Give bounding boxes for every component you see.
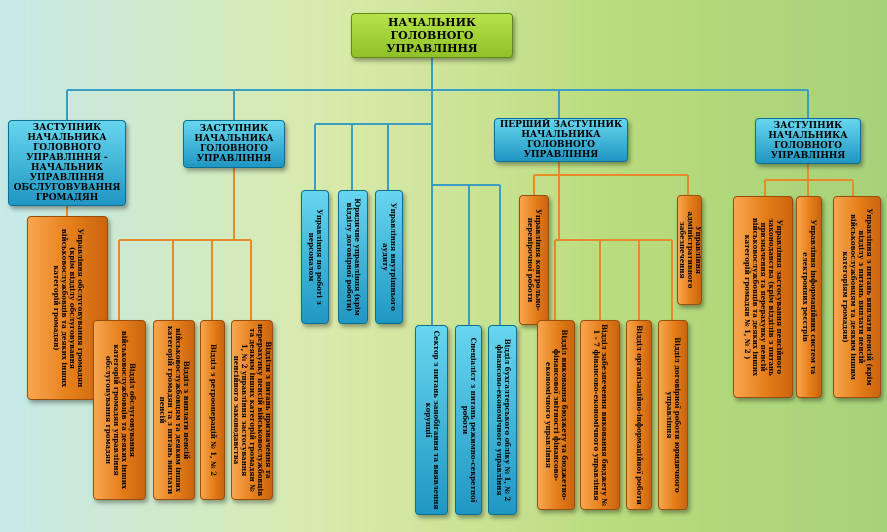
unit-pension-recalc-label: Відділи з питань призначення та перераху…: [232, 324, 273, 496]
unit-contract[interactable]: Відділ договірної роботи юридичного упра…: [658, 320, 688, 510]
unit-control[interactable]: Управління контрольно-перевірочної робот…: [519, 195, 549, 325]
unit-pension-payment[interactable]: Управління з питань виплати пенсій (крім…: [833, 196, 881, 398]
unit-accounting[interactable]: Відділ бухгалтерського обліку № 1, № 2 ф…: [488, 325, 517, 515]
unit-budget-support[interactable]: Відділ забезпечення виконання бюджету № …: [580, 320, 620, 510]
unit-budget-support-label: Відділ забезпечення виконання бюджету № …: [592, 324, 609, 506]
unit-contract-label: Відділ договірної роботи юридичного упра…: [665, 337, 682, 493]
deputy-head-4-label: ЗАСТУПНИК НАЧАЛЬНИКА ГОЛОВНОГО УПРАВЛІНН…: [768, 121, 848, 161]
unit-service-admin-label: Управління обслуговування громадян (крім…: [51, 228, 85, 388]
unit-corruption[interactable]: Сектор з питань запобігання та виявлення…: [415, 325, 448, 515]
unit-budget-exec-label: Відділ виконання бюджету та бюджетно-фін…: [544, 329, 569, 501]
unit-legal[interactable]: Юридичне управління (крім відділу догові…: [338, 190, 368, 324]
unit-legal-label: Юридичне управління (крім відділу догові…: [345, 198, 362, 316]
unit-pension-law[interactable]: Управління застосування пенсійного закон…: [733, 196, 793, 398]
unit-staff-work[interactable]: Управління по роботі з персоналом: [301, 190, 329, 324]
unit-info-systems-label: Управління інформаційних систем та елект…: [801, 219, 818, 375]
first-deputy-label: ПЕРШИЙ ЗАСТУПНИК НАЧАЛЬНИКА ГОЛОВНОГО УП…: [499, 120, 623, 160]
unit-corruption-label: Сектор з питань запобігання та виявлення…: [423, 330, 441, 510]
unit-accounting-label: Відділ бухгалтерського обліку № 1, № 2 ф…: [494, 338, 512, 502]
unit-info-org-label: Відділ організаційно-інформаційної робот…: [635, 325, 644, 505]
unit-security[interactable]: Спеціаліст з питань режимно-секретної ро…: [455, 325, 482, 515]
unit-security-label: Спеціаліст з питань режимно-секретної ро…: [460, 337, 478, 503]
head-of-department-label: НАЧАЛЬНИК ГОЛОВНОГО УПРАВЛІННЯ: [386, 16, 478, 55]
unit-service-military[interactable]: Відділ обслуговування військовослужбовці…: [93, 320, 146, 500]
unit-admin-support-label: Управління адміністративного забезпеченн…: [677, 211, 702, 289]
unit-retro-finance[interactable]: Відділ з ретрооперацій № 1, № 2: [200, 320, 225, 500]
unit-pension-recalc[interactable]: Відділи з питань призначення та перераху…: [231, 320, 273, 500]
deputy-service-box[interactable]: ЗАСТУПНИК НАЧАЛЬНИКА ГОЛОВНОГО УПРАВЛІНН…: [8, 120, 126, 206]
deputy-head-2-label: ЗАСТУПНИК НАЧАЛЬНИКА ГОЛОВНОГО УПРАВЛІНН…: [194, 124, 274, 164]
deputy-service-label: ЗАСТУПНИК НАЧАЛЬНИКА ГОЛОВНОГО УПРАВЛІНН…: [13, 123, 121, 203]
unit-pension-military-label: Відділ з виплати пенсій військовослужбов…: [158, 325, 191, 495]
deputy-head-2-box[interactable]: ЗАСТУПНИК НАЧАЛЬНИКА ГОЛОВНОГО УПРАВЛІНН…: [183, 120, 285, 168]
unit-budget-exec[interactable]: Відділ виконання бюджету та бюджетно-фін…: [537, 320, 575, 510]
deputy-head-4-box[interactable]: ЗАСТУПНИК НАЧАЛЬНИКА ГОЛОВНОГО УПРАВЛІНН…: [755, 118, 861, 164]
head-of-department-box[interactable]: НАЧАЛЬНИК ГОЛОВНОГО УПРАВЛІННЯ: [351, 13, 513, 58]
unit-audit-label: Управління внутрішнього аудиту: [381, 203, 398, 311]
unit-pension-payment-label: Управління з питань виплати пенсій (крім…: [841, 208, 874, 386]
unit-staff-work-label: Управління по роботі з персоналом: [307, 209, 324, 305]
unit-info-org[interactable]: Відділ організаційно-інформаційної робот…: [626, 320, 652, 510]
unit-admin-support[interactable]: Управління адміністративного забезпеченн…: [677, 195, 702, 305]
unit-pension-law-label: Управління застосування пенсійного закон…: [743, 217, 784, 377]
unit-audit[interactable]: Управління внутрішнього аудиту: [375, 190, 403, 324]
unit-service-military-label: Відділ обслуговування військовослужбовці…: [103, 330, 137, 490]
unit-control-label: Управління контрольно-перевірочної робот…: [526, 209, 543, 311]
unit-pension-military[interactable]: Відділ з виплати пенсій військовослужбов…: [153, 320, 195, 500]
unit-retro-finance-label: Відділ з ретрооперацій № 1, № 2: [208, 344, 218, 476]
unit-info-systems[interactable]: Управління інформаційних систем та елект…: [796, 196, 822, 398]
first-deputy-box[interactable]: ПЕРШИЙ ЗАСТУПНИК НАЧАЛЬНИКА ГОЛОВНОГО УП…: [494, 118, 628, 162]
